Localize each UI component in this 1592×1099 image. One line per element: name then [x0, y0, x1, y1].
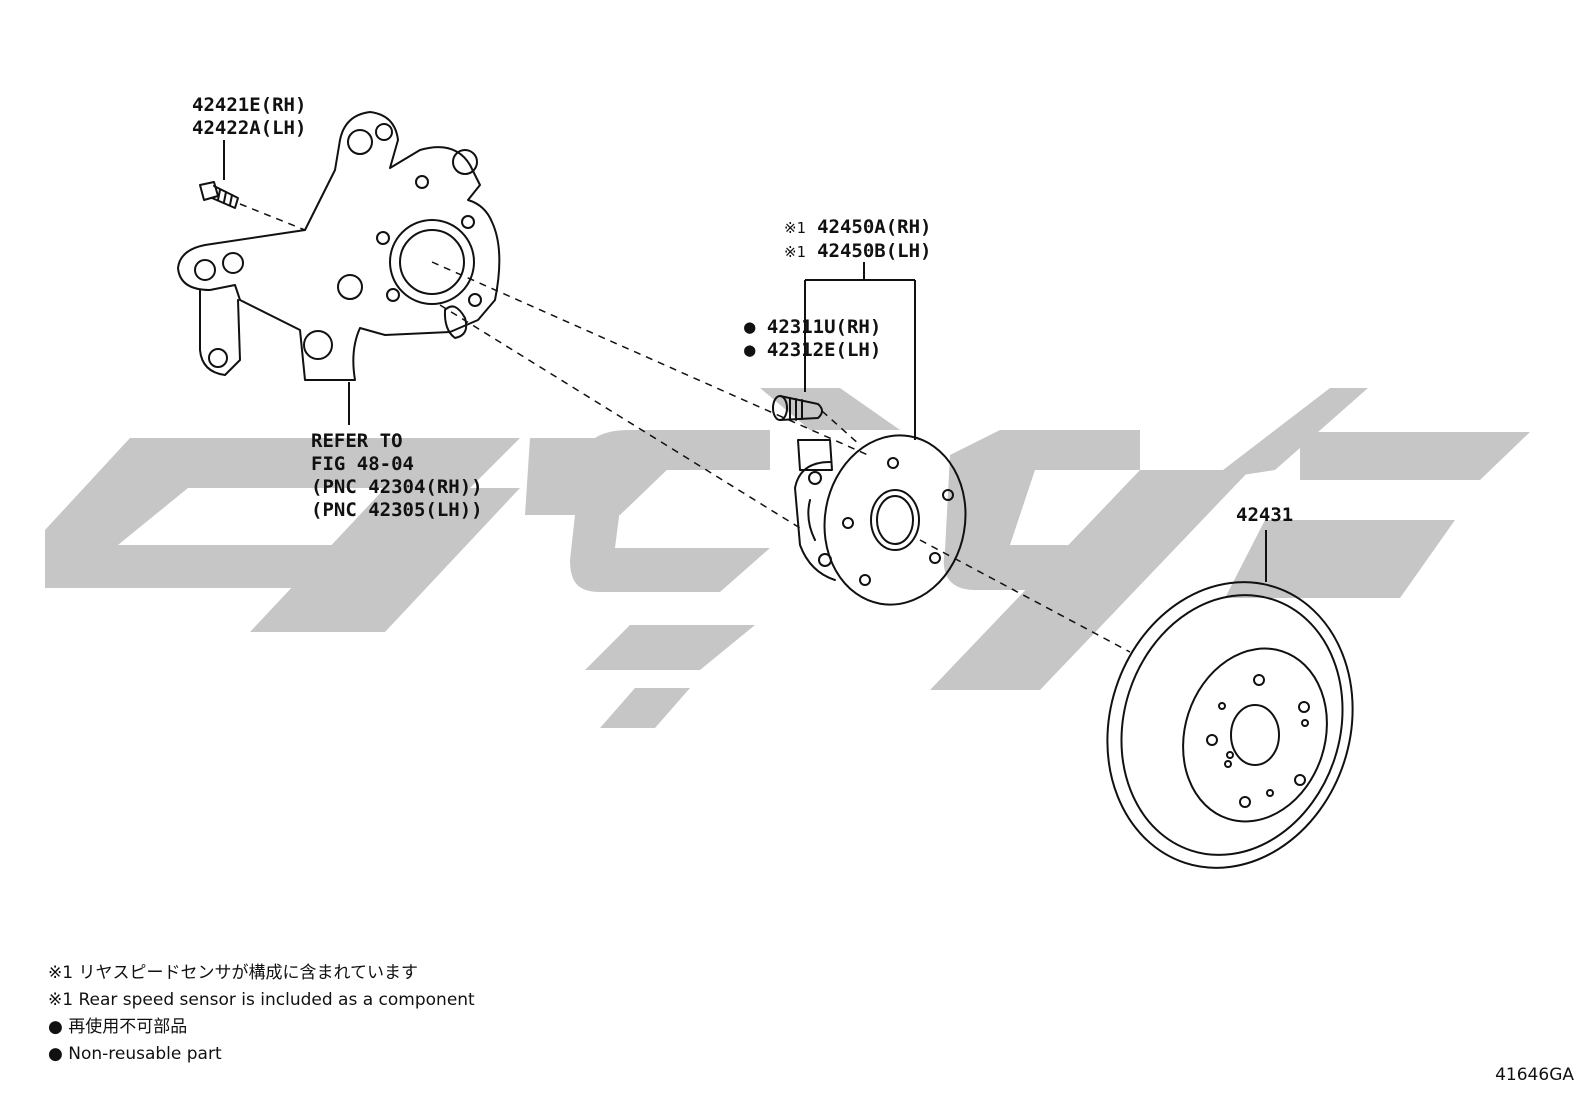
sensor-mark: ※1: [784, 219, 806, 237]
hub-bearing-lh-number: 42450B(LH): [817, 240, 932, 262]
bolt-part-label: 42421E(RH) 42422A(LH): [192, 94, 306, 140]
hub-bearing-part-label: ※1 42450A(RH) ※1 42450B(LH): [784, 216, 931, 264]
non-reusable-mark: ●: [744, 339, 756, 361]
note-nonreusable-jp: ● 再使用不可部品: [48, 1017, 188, 1037]
diagram-id: 41646GA: [1495, 1065, 1574, 1085]
legend-notes: ※1 リヤスピードセンサが構成に含まれています ※1 Rear speed se…: [48, 960, 475, 1068]
knuckle-reference-label: REFER TO FIG 48-04 (PNC 42304(RH)) (PNC …: [311, 430, 483, 522]
note-nonreusable-en: ● Non-reusable part: [48, 1044, 222, 1064]
note-sensor-jp: ※1 リヤスピードセンサが構成に含まれています: [48, 963, 418, 983]
hub-bolt-part-label: ● 42311U(RH) ● 42312E(LH): [744, 316, 881, 362]
hub-bolt-lh-number: 42312E(LH): [766, 339, 882, 361]
assembly-lines: [239, 203, 1131, 653]
hub-bolt-rh-number: 42311U(RH): [766, 316, 882, 338]
knuckle-ref-line4: (PNC 42305(LH)): [311, 499, 483, 521]
hub-bearing-rh-number: 42450A(RH): [817, 216, 932, 238]
hub-bolt-drawing: [772, 395, 823, 421]
note-sensor-en: ※1 Rear speed sensor is included as a co…: [48, 990, 475, 1010]
sensor-mark: ※1: [784, 243, 806, 261]
non-reusable-mark: ●: [744, 316, 756, 338]
leader-lines: [223, 140, 1267, 582]
knuckle-drawing: [177, 111, 501, 381]
bolt-lh-number: 42422A(LH): [192, 117, 307, 139]
bolt-rh-number: 42421E(RH): [192, 94, 307, 116]
knuckle-bolt-drawing: [199, 181, 239, 209]
brake-disc-drawing: [1106, 581, 1354, 869]
hub-bearing-drawing: [794, 434, 967, 606]
disc-number: 42431: [1236, 504, 1294, 526]
knuckle-ref-line3: (PNC 42304(RH)): [311, 476, 483, 498]
knuckle-ref-line1: REFER TO: [311, 430, 403, 452]
disc-part-label: 42431: [1236, 504, 1293, 527]
knuckle-ref-line2: FIG 48-04: [311, 453, 414, 475]
